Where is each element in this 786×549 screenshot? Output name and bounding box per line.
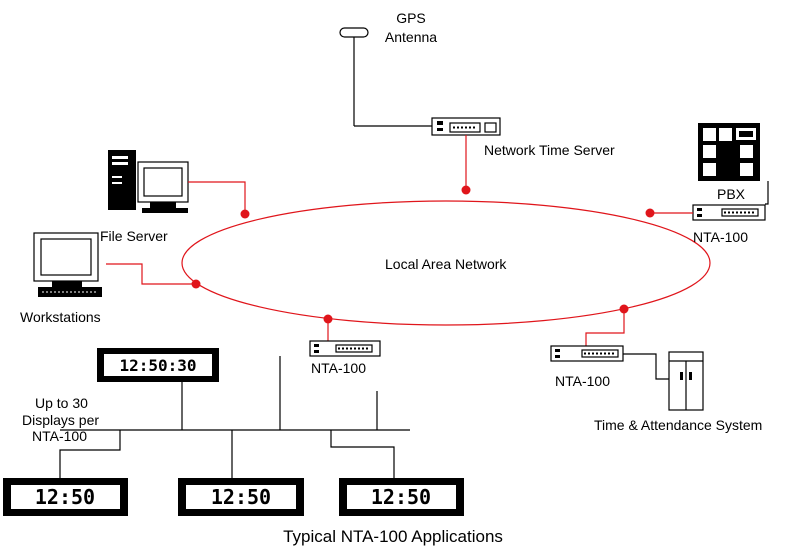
file-server-icon — [108, 150, 189, 213]
displays-label-line2: Displays per — [22, 412, 99, 428]
nta-right-label: NTA-100 — [693, 229, 748, 245]
gps-antenna-icon — [339, 27, 432, 127]
pbx-icon — [698, 123, 760, 181]
workstation-link — [106, 263, 196, 285]
lan-node-time-server — [461, 185, 471, 195]
time-attendance-label: Time & Attendance System — [594, 417, 762, 433]
nta-bottom-right-link — [585, 309, 625, 346]
lan-node-nta-right — [645, 208, 655, 218]
clock-bottom-right-time: 12:50 — [371, 485, 431, 509]
workstation-icon — [33, 232, 102, 297]
clock-bottom-center-time: 12:50 — [211, 485, 271, 509]
network-time-server-label: Network Time Server — [484, 142, 615, 158]
displays-label-line3: NTA-100 — [32, 428, 87, 444]
lan-node-nta-bottom-right — [619, 304, 629, 314]
lan-node-workstations — [191, 279, 201, 289]
lan-ring — [181, 200, 711, 326]
displays-label-line1: Up to 30 — [35, 395, 88, 411]
lan-node-file-server — [240, 209, 250, 219]
clock-display-top: 12:50:30 — [97, 348, 219, 382]
file-server-link — [188, 181, 246, 214]
time-attendance-icon — [668, 351, 704, 411]
clock-bottom-left-time: 12:50 — [35, 485, 95, 509]
time-attendance-link — [623, 353, 669, 380]
file-server-label: File Server — [100, 228, 168, 244]
lan-node-nta-center — [323, 314, 333, 324]
nta-bottom-right-label: NTA-100 — [555, 373, 610, 389]
diagram-caption: Typical NTA-100 Applications — [283, 527, 503, 546]
nta-center-icon — [309, 340, 381, 357]
nta-bottom-right-icon — [550, 345, 624, 362]
gps-label-line1: GPS — [396, 10, 426, 26]
nta-right-icon — [692, 204, 766, 221]
lan-label: Local Area Network — [385, 256, 507, 272]
display-bus — [59, 356, 410, 480]
workstations-label: Workstations — [20, 309, 101, 325]
network-time-server-icon — [431, 117, 501, 136]
pbx-label: PBX — [717, 186, 746, 202]
pbx-link — [765, 181, 769, 205]
clock-display-bottom-right: 12:50 — [339, 478, 464, 516]
gps-label-line2: Antenna — [385, 29, 437, 45]
clock-display-bottom-left: 12:50 — [3, 478, 128, 516]
clock-display-bottom-center: 12:50 — [178, 478, 304, 516]
nta-center-label: NTA-100 — [311, 360, 366, 376]
clock-top-time: 12:50:30 — [119, 356, 196, 375]
